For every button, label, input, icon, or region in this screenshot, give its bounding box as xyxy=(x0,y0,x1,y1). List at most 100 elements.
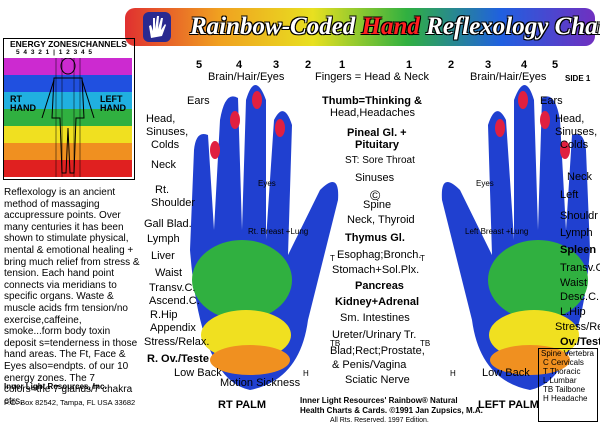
hand-logo-icon xyxy=(143,12,171,42)
center-label: Sm. Intestines xyxy=(340,312,410,324)
center-label: Brain/Hair/Eyes xyxy=(208,71,285,83)
rt-palm-drawing xyxy=(190,85,339,390)
left-label: Colds xyxy=(151,139,180,151)
right-label: Desc.C. xyxy=(560,291,600,303)
side-label: SIDE 1 xyxy=(565,74,591,83)
center-label: Spine xyxy=(363,199,392,211)
finger-number-r1: 1 xyxy=(406,59,413,71)
left-palm-drawing xyxy=(441,85,590,390)
left-label: Head, xyxy=(146,113,176,125)
spine-vertebra-title: Spine Vertebra xyxy=(541,349,594,358)
center-label: Ureter/Urinary Tr. xyxy=(332,329,417,341)
page-title: Rainbow-Coded Hand Reflexology Chart xyxy=(190,13,600,40)
center-label: Thumb=Thinking & xyxy=(322,95,422,107)
rt-hand-label: RT HAND xyxy=(10,94,36,114)
energy-zones-title: ENERGY ZONES/CHANNELS xyxy=(10,39,127,49)
energy-zone-band xyxy=(4,160,132,177)
center-label: © xyxy=(370,187,381,203)
energy-zones-panel xyxy=(3,38,135,180)
energy-zone-band xyxy=(4,92,132,109)
right-label: Head, xyxy=(555,113,585,125)
hand-zone-label: H xyxy=(450,369,456,378)
hand-zone-label: Rt. Breast +Lung xyxy=(248,227,309,236)
center-label: Kidney+Adrenal xyxy=(335,296,420,308)
center-label: Stomach+Sol.Plx. xyxy=(332,264,420,276)
left-hand-label: LEFT HAND xyxy=(100,94,126,114)
energy-zones-numbers: 5 4 3 2 1 | 1 2 3 4 5 xyxy=(16,49,94,56)
spine-vertebra-item: L Lumbar xyxy=(543,376,577,385)
right-label: Low Back xyxy=(482,367,530,379)
center-label: Blad;Rect;Prostate, xyxy=(330,345,425,357)
finger-number-l5: 5 xyxy=(196,59,203,71)
energy-zone-band xyxy=(4,109,132,126)
right-label: Waist xyxy=(560,277,588,289)
hand-zone-label: TB xyxy=(330,339,341,348)
center-label: Esophag;Bronch. xyxy=(337,249,422,261)
right-label: Transv.C. xyxy=(560,262,600,274)
right-label: Lymph xyxy=(560,227,593,239)
center-label: Sciatic Nerve xyxy=(345,374,410,386)
spine-vertebra-item: T Thoracic xyxy=(543,367,581,376)
left-label: R. Ov./Teste xyxy=(147,353,209,365)
hand-zone-label: H xyxy=(303,369,309,378)
right-label: Left xyxy=(560,189,579,201)
center-label: Thymus Gl. xyxy=(345,232,405,244)
energy-zone-band xyxy=(4,58,132,75)
spine-vertebra-item: TB Tailbone xyxy=(543,385,586,394)
hand-zone-label: TB xyxy=(420,339,431,348)
left-label: Neck xyxy=(151,159,177,171)
center-label: Head,Headaches xyxy=(330,107,416,119)
hand-zone-label: Left Breast +Lung xyxy=(465,227,529,236)
center-label: Pineal Gl. + xyxy=(347,127,407,139)
left-label: Liver xyxy=(151,250,175,262)
center-label: Fingers = Head & Neck xyxy=(315,71,430,83)
right-label: Colds xyxy=(560,139,589,151)
spine-vertebra-item: H Headache xyxy=(543,394,588,403)
center-label: ST: Sore Throat xyxy=(345,155,415,166)
title-banner xyxy=(125,8,595,46)
center-label: Neck, Thyroid xyxy=(347,214,415,226)
left-label: Gall Blad. xyxy=(144,218,192,230)
hands-illustration xyxy=(190,85,590,390)
intro-paragraph: Reflexology is an ancient method of mass… xyxy=(4,187,140,407)
left-label: Low Back xyxy=(174,367,222,379)
hand-zone-label: Eyes xyxy=(476,179,494,188)
right-label: L.Hip xyxy=(560,306,586,318)
left-palm-label: LEFT PALM xyxy=(478,399,539,411)
left-label: Transv.C. xyxy=(149,282,196,294)
rt-palm-label: RT PALM xyxy=(218,399,267,411)
left-label: Waist xyxy=(155,267,183,279)
body-silhouette xyxy=(41,58,95,177)
right-label: Sinuses, xyxy=(555,126,598,138)
center-label: Pancreas xyxy=(355,280,404,292)
hand-zone-label: T xyxy=(330,254,335,263)
right-label: Ov./Teste xyxy=(560,336,600,348)
left-label: Ascend.C. xyxy=(149,295,200,307)
right-label: Stress/Red. xyxy=(555,321,600,333)
finger-number-l1: 1 xyxy=(339,59,346,71)
publisher-name: Inner Light Resources, Inc. xyxy=(4,382,107,391)
right-label: Spleen xyxy=(560,244,597,256)
finger-number-r4: 4 xyxy=(521,59,528,71)
energy-zone-band xyxy=(4,75,132,92)
hand-zone-label: T xyxy=(420,254,425,263)
finger-number-r2: 2 xyxy=(448,59,455,71)
center-label: Pituitary xyxy=(355,139,400,151)
left-label: Shoulder xyxy=(151,197,196,209)
energy-zone-band xyxy=(4,143,132,160)
finger-number-l4: 4 xyxy=(236,59,243,71)
right-label: Brain/Hair/Eyes xyxy=(470,71,547,83)
left-label: Ears xyxy=(187,95,210,107)
spine-vertebra-item: C Cervicals xyxy=(543,358,584,367)
right-label: Shouldr xyxy=(560,210,598,222)
finger-number-r3: 3 xyxy=(485,59,492,71)
footer-line-1: Inner Light Resources' Rainbow® Natural xyxy=(300,396,458,405)
left-label: Rt. xyxy=(155,184,170,196)
left-label: Lymph xyxy=(147,233,180,245)
center-label: Sinuses xyxy=(355,172,395,184)
publisher-address: P.O. Box 82542, Tampa, FL USA 33682 xyxy=(4,398,136,407)
left-label: Sinuses, xyxy=(146,126,189,138)
right-label: Ears xyxy=(540,95,563,107)
center-label: Motion Sickness xyxy=(220,377,301,389)
